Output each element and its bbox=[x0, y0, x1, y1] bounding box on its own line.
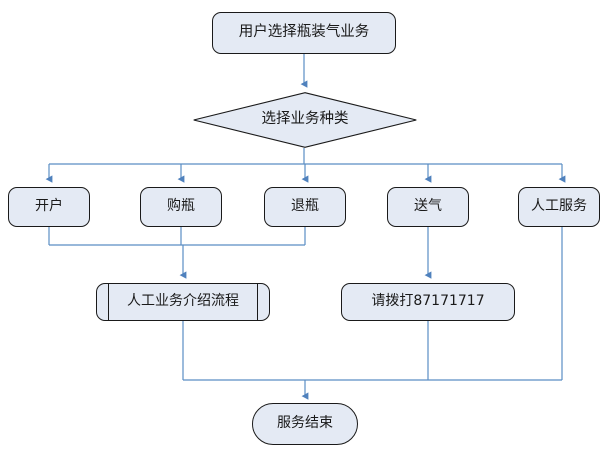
node-option-kaihu-label: 开户 bbox=[35, 198, 63, 215]
node-decision[interactable]: 选择业务种类 bbox=[193, 92, 417, 148]
node-option-tuiping[interactable]: 退瓶 bbox=[264, 187, 346, 227]
node-option-rengongfuwu-label: 人工服务 bbox=[531, 198, 587, 215]
diamond-shape bbox=[193, 92, 417, 148]
node-decision-label: 选择业务种类 bbox=[261, 111, 349, 128]
node-start[interactable]: 用户选择瓶装气业务 bbox=[212, 12, 396, 54]
node-start-label: 用户选择瓶装气业务 bbox=[238, 24, 370, 41]
node-option-rengongfuwu[interactable]: 人工服务 bbox=[518, 187, 600, 227]
node-call-number-label: 请拨打87171717 bbox=[371, 293, 485, 310]
node-option-goupring[interactable]: 购瓶 bbox=[140, 187, 222, 227]
node-option-songqi[interactable]: 送气 bbox=[387, 187, 469, 227]
predefined-process-left-rule bbox=[108, 283, 109, 321]
node-option-songqi-label: 送气 bbox=[414, 198, 442, 215]
node-option-tuiping-label: 退瓶 bbox=[291, 198, 319, 215]
node-manual-process[interactable]: 人工业务介绍流程 bbox=[96, 283, 270, 321]
node-call-number[interactable]: 请拨打87171717 bbox=[341, 283, 515, 321]
node-end[interactable]: 服务结束 bbox=[252, 403, 358, 445]
node-manual-process-label: 人工业务介绍流程 bbox=[127, 293, 239, 310]
predefined-process-right-rule bbox=[257, 283, 258, 321]
node-end-label: 服务结束 bbox=[277, 415, 333, 432]
node-option-kaihu[interactable]: 开户 bbox=[8, 187, 90, 227]
node-option-goupring-label: 购瓶 bbox=[167, 198, 195, 215]
